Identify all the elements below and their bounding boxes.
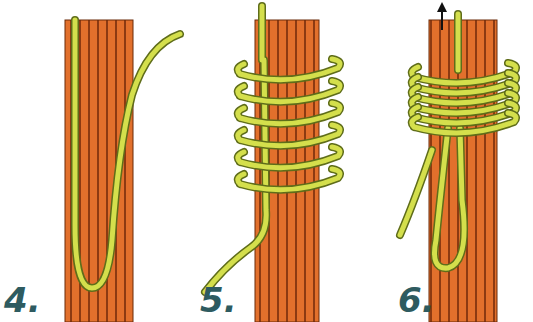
cord-coil [238, 147, 340, 168]
cord-coil [412, 113, 516, 133]
cord-coil [238, 169, 340, 190]
cord-coil [412, 63, 516, 83]
cord-coil [412, 63, 516, 83]
cord-coil [238, 103, 340, 124]
cord-coil [238, 169, 340, 190]
cord-coil [412, 103, 516, 123]
cord-coil [412, 83, 516, 103]
cord-coil [238, 81, 340, 102]
cord-coil [412, 73, 516, 93]
cord-coil [412, 103, 516, 123]
cord-coil [412, 83, 516, 103]
step-number: 5. [200, 283, 237, 317]
cord-coil [238, 147, 340, 168]
cord-coil [238, 59, 340, 80]
cord-coil [238, 81, 340, 102]
cord-coil [412, 113, 516, 133]
step-number: 4. [4, 283, 41, 317]
cord-coil [238, 125, 340, 146]
cord-coil [412, 73, 516, 93]
cord-coil [238, 103, 340, 124]
cord-coil [238, 125, 340, 146]
cord-coil [412, 93, 516, 113]
cord-coil [238, 59, 340, 80]
cord-coil [412, 93, 516, 113]
step-number: 6. [398, 283, 435, 317]
